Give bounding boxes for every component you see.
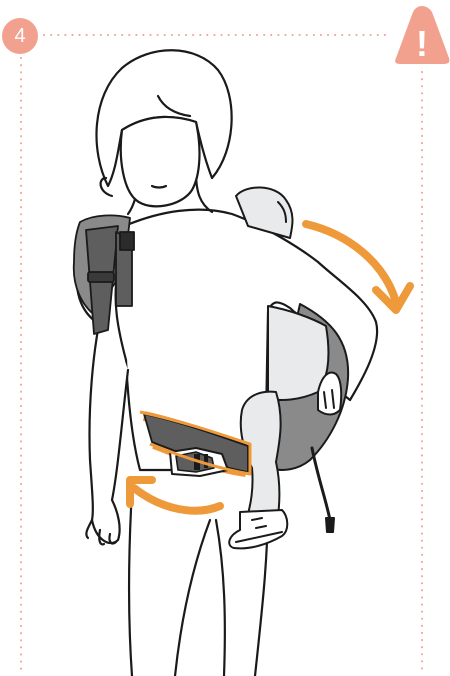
warning-symbol: !: [416, 23, 428, 64]
step-number-badge: 4: [2, 18, 38, 54]
person-face: [121, 117, 200, 206]
hanging-strap: [312, 448, 330, 520]
slide-belt-arrow-icon: [130, 480, 220, 511]
warning-triangle-icon: !: [395, 6, 449, 64]
baby-shoe: [229, 510, 287, 548]
step-number: 4: [14, 25, 25, 48]
